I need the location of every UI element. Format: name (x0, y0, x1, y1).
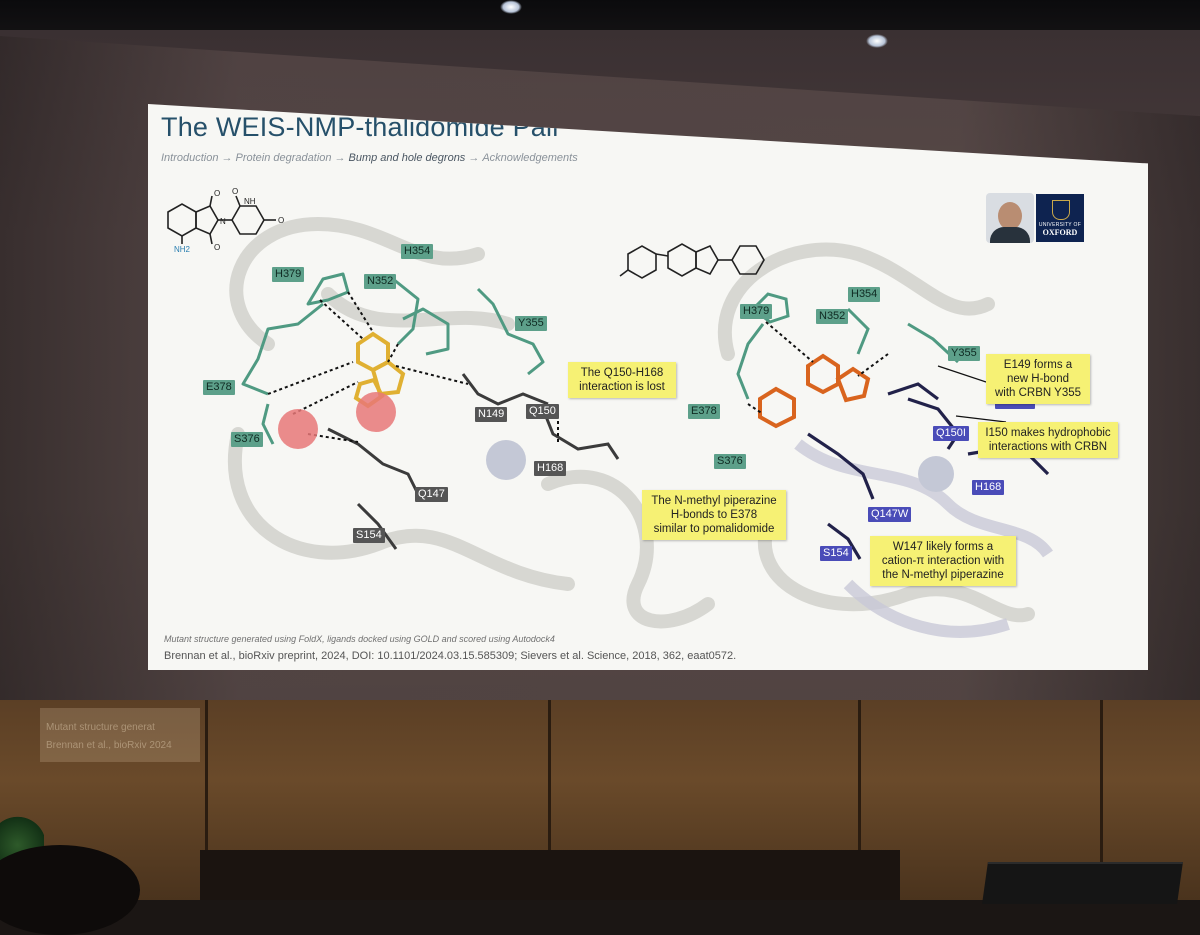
residue-label: Q147W (868, 507, 912, 522)
residue-label: S376 (231, 432, 263, 447)
breadcrumb-item: Protein degradation (235, 152, 332, 164)
note-line: W147 likely forms a (892, 541, 994, 553)
svg-text:O: O (278, 216, 284, 225)
note-line: H-bonds to E378 (670, 509, 758, 521)
note-line: similar to pomalidomide (653, 523, 775, 535)
amine-label: NH2 (174, 245, 191, 254)
svg-text:N: N (220, 217, 226, 226)
residue-label: Y355 (948, 346, 980, 361)
note-line: The N-methyl piperazine (651, 495, 777, 507)
metal-ion (918, 456, 954, 492)
residue-label: H168 (972, 480, 1005, 495)
note-line: new H-bond (1006, 373, 1069, 385)
panel-seam (858, 700, 861, 900)
note-line: the N-methyl piperazine (882, 569, 1004, 581)
oxford-logo: UNIVERSITY OF OXFORD (1036, 194, 1084, 242)
arrow-icon: → (221, 152, 233, 164)
residue-label: Y355 (515, 316, 547, 331)
crest-icon (1052, 200, 1070, 220)
panel-seam (548, 700, 551, 900)
annotation-leaders (937, 365, 1007, 423)
residue-label: N352 (364, 274, 397, 289)
thalidomide-2d-structure (167, 195, 276, 245)
breadcrumb-item-current: Bump and hole degrons (348, 152, 466, 164)
residue-label: H354 (848, 287, 881, 302)
logo-line: OXFORD (1042, 228, 1078, 237)
speaker-avatar (986, 193, 1034, 243)
note-w147: W147 likely forms a cation-π interaction… (870, 536, 1016, 586)
stage-edge (200, 850, 900, 900)
note-line: interactions with CRBN (988, 441, 1108, 453)
residue-label: S154 (820, 546, 852, 561)
residue-label: Q150 (526, 404, 559, 419)
residue-sticks-dark (327, 373, 620, 550)
svg-text:O: O (214, 189, 220, 198)
note-q150-h168: The Q150-H168 interaction is lost (568, 362, 676, 398)
note-n-methyl-piperazine: The N-methyl piperazine H-bonds to E378 … (642, 490, 786, 540)
note-line: E149 forms a (1003, 359, 1073, 371)
residue-label: H379 (740, 304, 773, 319)
presentation-slide: The WEIS-NMP-thalidomide Pair Introducti… (148, 104, 1148, 670)
logo-line: UNIVERSITY OF (1038, 222, 1082, 228)
ligand-nmp-thalidomide (758, 353, 871, 429)
avatar-body (990, 227, 1030, 243)
arrow-icon: → (468, 152, 480, 164)
note-e149: E149 forms a new H-bond with CRBN Y355 (986, 354, 1090, 404)
mutant-ribbon (794, 439, 1053, 638)
svg-text:O: O (232, 187, 238, 196)
residue-label: H354 (401, 244, 434, 259)
arrow-icon: → (334, 152, 346, 164)
note-i150: I150 makes hydrophobic interactions with… (978, 422, 1118, 458)
svg-text:NH: NH (244, 197, 256, 206)
residue-label: S376 (714, 454, 746, 469)
avatar-face (998, 202, 1022, 230)
molecule-atom-labels: O O N O NH O (214, 187, 284, 252)
water-sphere (278, 409, 318, 449)
citation: Brennan et al., bioRxiv preprint, 2024, … (164, 650, 737, 662)
note-line: cation-π interaction with (881, 555, 1005, 567)
protein-structure-figure: O O N O NH O NH2 (167, 187, 1053, 638)
nmp-thalidomide-2d-structure (619, 243, 765, 279)
residue-label: Q150I (933, 426, 969, 441)
laptop (982, 862, 1183, 904)
svg-text:O: O (214, 243, 220, 252)
ceiling-light (500, 0, 522, 14)
reflected-slide-text: Mutant structure generat Brennan et al.,… (40, 708, 200, 762)
reflected-line: Brennan et al., bioRxiv 2024 (46, 740, 172, 751)
residue-label: N149 (475, 407, 508, 422)
residue-label: E378 (203, 380, 235, 395)
method-footnote: Mutant structure generated using FoldX, … (164, 634, 555, 644)
residue-label: Q147 (415, 487, 448, 502)
residue-label: E378 (688, 404, 720, 419)
residue-label: S154 (353, 528, 385, 543)
breadcrumb: Introduction→Protein degradation→Bump an… (161, 152, 578, 164)
panel-seam (1100, 700, 1103, 900)
hydrogen-bonds-right (747, 321, 889, 415)
ceiling-light (866, 34, 888, 48)
panel-seam (205, 700, 208, 900)
reflected-line: Mutant structure generat (46, 722, 155, 733)
residue-sticks-green (241, 272, 545, 445)
water-sphere (356, 392, 396, 432)
note-line: with CRBN Y355 (994, 387, 1082, 399)
residue-label: H379 (272, 267, 305, 282)
note-line: I150 makes hydrophobic (985, 427, 1111, 439)
metal-ion (486, 440, 526, 480)
residue-label: N352 (816, 309, 849, 324)
residue-label: H168 (534, 461, 567, 476)
breadcrumb-item: Introduction (161, 152, 219, 164)
breadcrumb-item: Acknowledgements (482, 152, 578, 164)
